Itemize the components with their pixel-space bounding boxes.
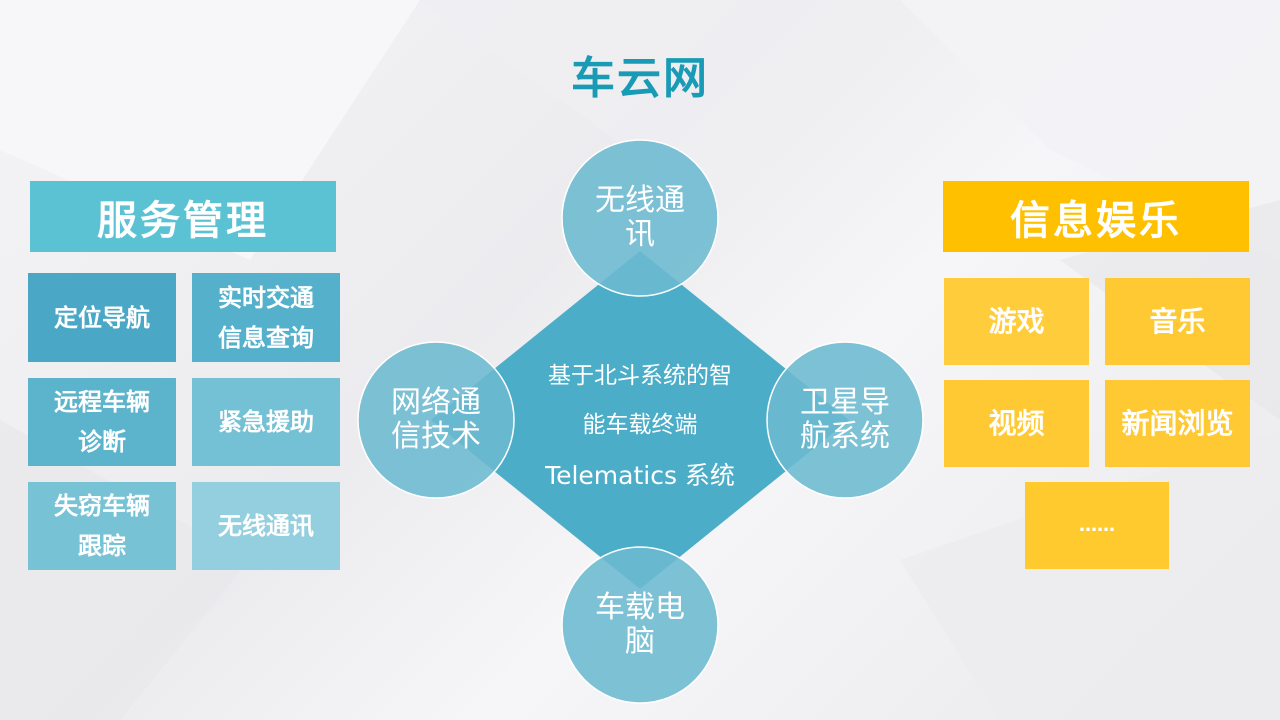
center-diamond <box>431 251 849 589</box>
service-tile-positioning: 定位导航 <box>28 273 176 362</box>
service-tile-theft-tracking: 失窃车辆 跟踪 <box>28 482 176 570</box>
center-line-2: 能车载终端 <box>582 412 698 438</box>
info-tile-more: …… <box>1025 482 1169 569</box>
info-tile-games: 游戏 <box>944 278 1089 365</box>
circle-label-vehicle-computer: 车载电 脑 <box>595 590 685 659</box>
service-tile-wireless: 无线通讯 <box>192 482 340 570</box>
page-title: 车云网 <box>571 53 709 104</box>
circle-bottom <box>561 546 719 704</box>
circle-right <box>766 341 924 499</box>
service-tile-traffic: 实时交通 信息查询 <box>192 273 340 362</box>
infotainment-header: 信息娱乐 <box>943 181 1249 252</box>
circle-label-wireless: 无线通 讯 <box>595 183 685 252</box>
info-tile-news: 新闻浏览 <box>1105 380 1250 467</box>
center-line-3: Telematics 系统 <box>545 461 735 490</box>
circle-top <box>561 139 719 297</box>
center-line-1: 基于北斗系统的智 <box>548 363 732 389</box>
service-tile-diagnosis: 远程车辆 诊断 <box>28 378 176 466</box>
service-management-header: 服务管理 <box>30 181 336 252</box>
service-tile-emergency: 紧急援助 <box>192 378 340 466</box>
circle-left <box>357 341 515 499</box>
circle-label-satellite-nav: 卫星导 航系统 <box>800 385 890 454</box>
circle-label-network: 网络通 信技术 <box>391 385 481 454</box>
info-tile-music: 音乐 <box>1105 278 1250 365</box>
info-tile-video: 视频 <box>944 380 1089 467</box>
